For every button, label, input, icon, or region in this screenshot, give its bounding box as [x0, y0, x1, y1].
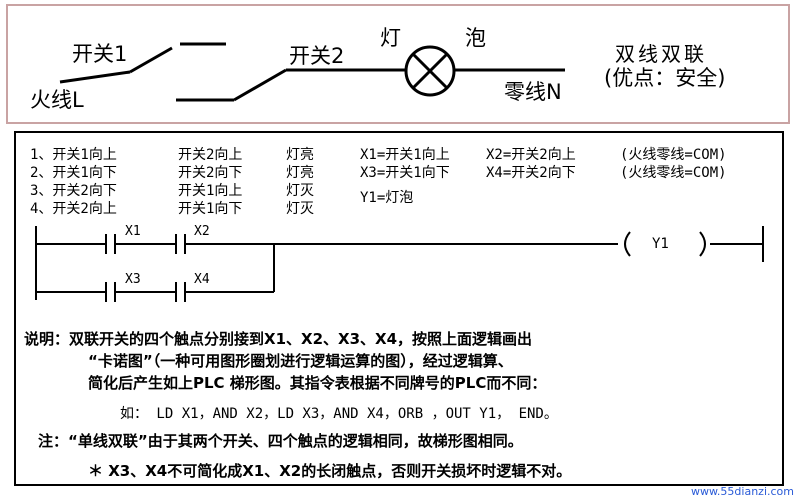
truth-row-4b: 开关1向下: [178, 201, 243, 217]
assign-y1: Y1=灯泡: [360, 190, 414, 206]
coil-left-arc: [624, 231, 631, 257]
truth-row-1a: 1、开关1向上: [30, 147, 117, 163]
wiring-diagram-panel: [6, 4, 790, 124]
lamp-label-1: 灯: [380, 26, 401, 50]
note-line-3: 简化后产生如上PLC 梯形图。其指令表根据不同牌号的PLC而不同：: [88, 374, 547, 392]
neutral-label: 零线N: [504, 80, 562, 104]
truth-row-1b: 开关2向上: [178, 147, 243, 163]
truth-row-4a: 4、开关2向上: [30, 201, 117, 217]
live-wire: [59, 70, 131, 84]
lamp-label-2: 泡: [465, 26, 486, 50]
watermark: www.55dianzi.com: [690, 485, 794, 498]
switch1-blade: [129, 46, 173, 74]
truth-row-3b: 开关1向上: [178, 183, 243, 199]
truth-row-1c: 灯亮: [286, 147, 314, 163]
note-line-6: ＊ X3、X4不可简化成X1、X2的长闭触点，否则开关损坏时逻辑不对。: [88, 462, 572, 480]
diagram-title: 双线双联: [615, 42, 707, 66]
contact-x2-label: X2: [194, 224, 210, 239]
assign-x2: X2=开关2向上: [486, 147, 576, 163]
note-line-5: 注：“单线双联”由于其两个开关、四个触点的逻辑相同，故梯形图相同。: [38, 432, 523, 450]
contact-x3-label: X3: [125, 272, 141, 287]
contact-x4-label: X4: [194, 272, 210, 287]
assign-com-2: (火线零线=COM): [620, 165, 727, 181]
assign-com-1: (火线零线=COM): [620, 147, 727, 163]
lamp-cross-b: [411, 52, 449, 90]
truth-row-3a: 3、开关2向下: [30, 183, 117, 199]
assign-x1: X1=开关1向上: [360, 147, 450, 163]
live-label: 火线L: [30, 88, 84, 112]
truth-row-2b: 开关2向下: [178, 165, 243, 181]
plc-panel: [14, 131, 784, 486]
truth-row-2a: 2、开关1向下: [30, 165, 117, 181]
switch2-blade: [233, 68, 287, 102]
contact-x1-label: X1: [125, 224, 141, 239]
truth-row-4c: 灯灭: [286, 201, 314, 217]
lamp-circle: [404, 45, 456, 97]
coil-y1-label: Y1: [652, 236, 669, 252]
note-line-1: 说明：双联开关的四个触点分别接到X1、X2、X3、X4，按照上面逻辑画出: [24, 330, 533, 348]
truth-row-3c: 灯灭: [286, 183, 314, 199]
note-line-2: “卡诺图”（一种可用图形圈划进行逻辑运算的图），经过逻辑算、: [88, 352, 513, 370]
assign-x4: X4=开关2向下: [486, 165, 576, 181]
switch2-label: 开关2: [289, 44, 345, 68]
instruction-list: 如： LD X1，AND X2，LD X3，AND X4，ORB ，OUT Y1…: [120, 406, 558, 422]
coil-right-arc: [699, 231, 706, 257]
switch1-label: 开关1: [72, 42, 128, 66]
diagram-subtitle: (优点：安全): [604, 66, 726, 90]
truth-row-2c: 灯亮: [286, 165, 314, 181]
assign-x3: X3=开关1向下: [360, 165, 450, 181]
